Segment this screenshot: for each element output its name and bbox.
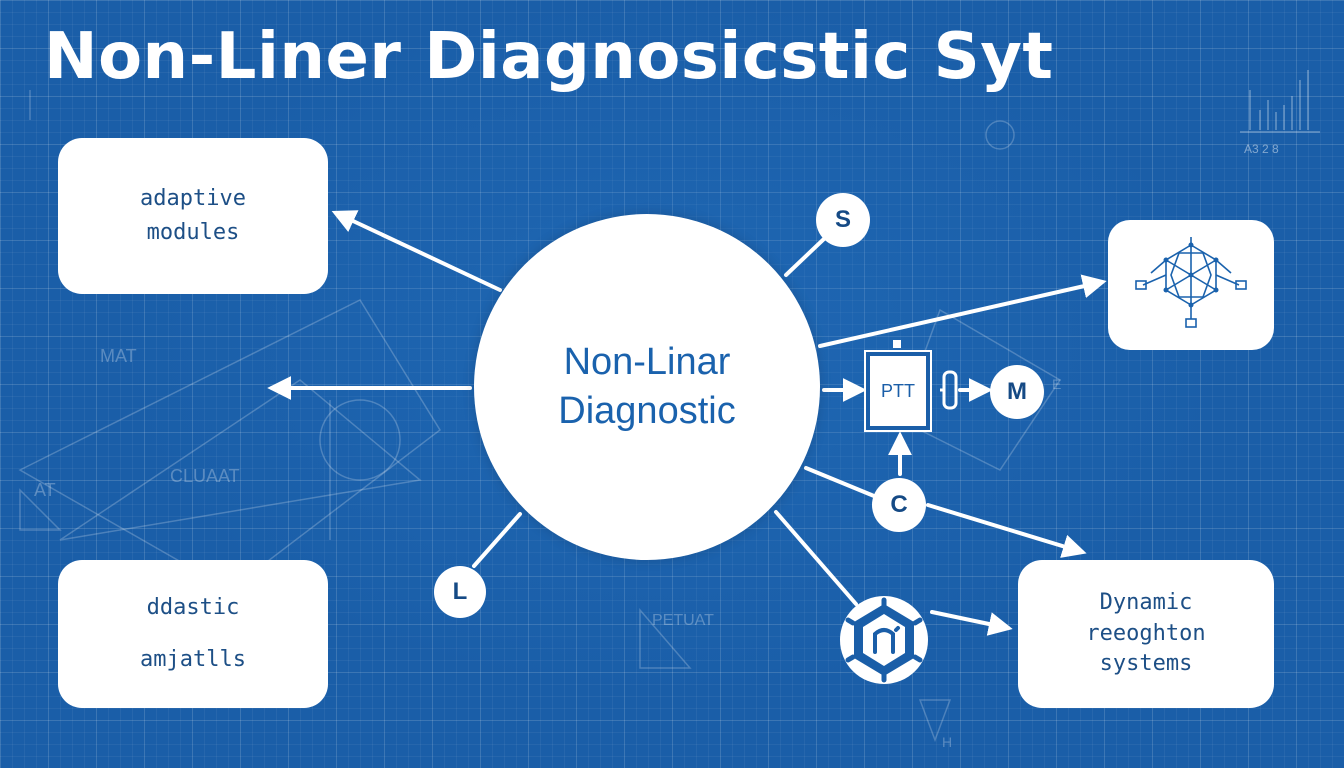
arrow-c-to-dynamic bbox=[926, 503, 1087, 558]
card-ddastic: ddastic amjatlls bbox=[58, 560, 328, 708]
node-l: L bbox=[434, 566, 486, 618]
line-to-hex-node bbox=[774, 510, 858, 606]
coupler-symbol bbox=[940, 370, 958, 410]
ptt-pin bbox=[893, 340, 901, 348]
card-dynamic-line1: Dynamic bbox=[1099, 589, 1193, 615]
card-ddastic-line2: amjatlls bbox=[140, 647, 246, 672]
bg-label-h: H bbox=[942, 734, 953, 750]
hub-line1: Non-Linar bbox=[563, 340, 731, 383]
card-dynamic-line2: reeoghton bbox=[1086, 620, 1206, 646]
node-m: M bbox=[990, 365, 1044, 419]
arrow-hex-to-dynamic bbox=[930, 610, 1013, 636]
hub-line2: Diagnostic bbox=[558, 390, 736, 432]
arrow-to-adaptive-modules bbox=[331, 210, 502, 292]
card-adaptive-line2: modules bbox=[146, 220, 240, 245]
network-graph-icon bbox=[1135, 237, 1247, 328]
arrow-to-network-card bbox=[818, 274, 1107, 348]
bg-label-mat: MAT bbox=[100, 346, 137, 366]
card-adaptive-modules: adaptive modules bbox=[58, 138, 328, 294]
bg-chart-ticks: A3 2 8 bbox=[1244, 142, 1279, 156]
card-ddastic-line1: ddastic bbox=[146, 594, 240, 620]
bg-label-e: E bbox=[1052, 376, 1062, 392]
bg-label-at: AT bbox=[34, 480, 56, 500]
card-adaptive-line1: adaptive bbox=[140, 185, 246, 211]
bg-label-petuat: PETUAT bbox=[652, 612, 714, 629]
line-to-s-node bbox=[784, 235, 828, 277]
ptt-box: PTT bbox=[864, 350, 932, 432]
node-c: C bbox=[872, 478, 926, 532]
diagram-title: Non-Liner Diagnosicstic Syt bbox=[44, 20, 1054, 94]
hexagon-node bbox=[834, 596, 934, 684]
hexagon-icon bbox=[840, 596, 928, 684]
card-network bbox=[1108, 220, 1274, 350]
line-to-l-node bbox=[472, 512, 522, 568]
central-hub: Non-Linar Diagnostic bbox=[474, 214, 820, 560]
node-s: S bbox=[816, 193, 870, 247]
line-to-c-node bbox=[804, 466, 876, 498]
bg-label-cluaat: CLUAAT bbox=[170, 466, 240, 486]
card-dynamic-line3: systems bbox=[1099, 651, 1193, 677]
card-dynamic-systems: Dynamic reeoghton systems bbox=[1018, 560, 1274, 708]
